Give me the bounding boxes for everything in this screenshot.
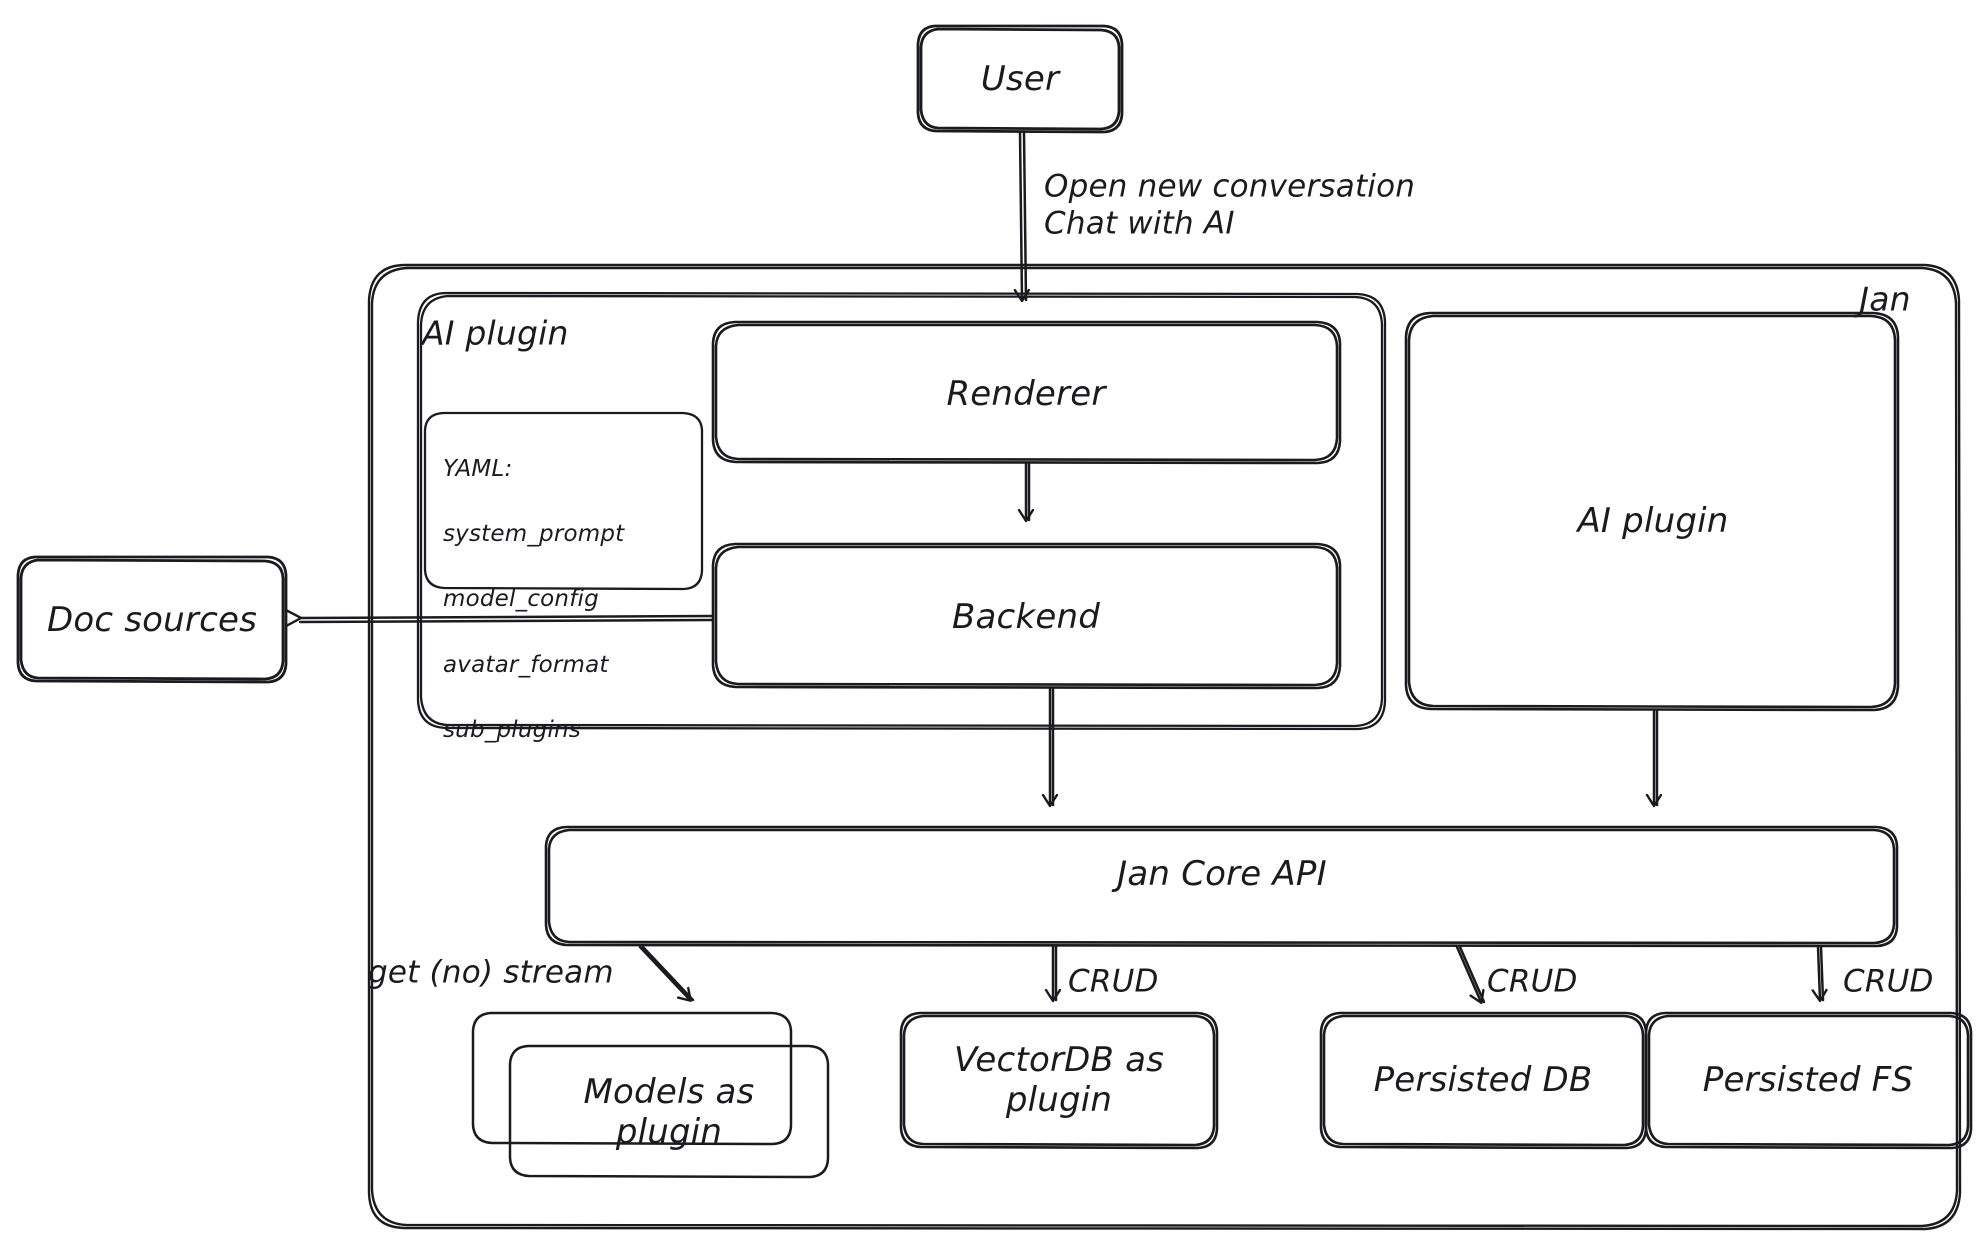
backend-box-shape bbox=[711, 542, 1342, 690]
backend-node-label: Backend bbox=[952, 596, 1100, 637]
yaml-line-2: model_config bbox=[443, 586, 599, 613]
edge-label-crud-vectordb: CRUD bbox=[1068, 963, 1159, 1000]
edge-ai-plugin-to-jan-core-api bbox=[1654, 709, 1657, 805]
ai-plugin-group-shape bbox=[416, 291, 1387, 731]
persisted-fs-node-label: Persisted FS bbox=[1702, 1059, 1914, 1100]
yaml-note-shape bbox=[423, 411, 704, 591]
jan-container-shape bbox=[367, 263, 1962, 1231]
jan-core-api-box-shape bbox=[544, 825, 1899, 948]
jan-core-api-node-label: Jan Core API bbox=[1117, 853, 1327, 894]
edge-backend-to-jan-core-api bbox=[1050, 687, 1053, 805]
edge-renderer-to-backend bbox=[1026, 462, 1029, 520]
doc-sources-box-shape bbox=[16, 555, 288, 684]
models-plugin-back-card-shape bbox=[471, 1011, 793, 1146]
vectordb-plugin-node-label: VectorDB as plugin bbox=[953, 1039, 1165, 1120]
yaml-line-3: avatar_format bbox=[443, 651, 609, 678]
edge-label-crud-persisted-db: CRUD bbox=[1487, 963, 1578, 1000]
ai-plugin-node-label: AI plugin bbox=[1577, 500, 1729, 541]
user-node-label: User bbox=[980, 58, 1060, 99]
edge-label-open-new-conversation: Open new conversation Chat with AI bbox=[1044, 168, 1416, 241]
persisted-fs-box-shape bbox=[1644, 1011, 1973, 1150]
yaml-line-0: YAML: bbox=[443, 455, 513, 482]
edge-user-to-renderer bbox=[1020, 131, 1026, 300]
edge-label-get-no-stream: get (no) stream bbox=[368, 954, 614, 991]
edge-backend-to-doc-sources bbox=[300, 616, 714, 622]
persisted-db-node-label: Persisted DB bbox=[1373, 1059, 1593, 1100]
doc-sources-node-label: Doc sources bbox=[46, 599, 258, 640]
renderer-box-shape bbox=[711, 320, 1342, 465]
edge-core-to-persisted-db bbox=[1455, 945, 1486, 1002]
vectordb-box-shape bbox=[899, 1011, 1219, 1150]
models-plugin-front-card-shape bbox=[508, 1044, 830, 1179]
yaml-note-text: YAML: system_prompt model_config avatar_… bbox=[443, 420, 624, 779]
ai-plugin-group-label: AI plugin bbox=[422, 313, 569, 353]
jan-container-label: Jan bbox=[1859, 279, 1911, 319]
ai-plugin-box-shape bbox=[1404, 311, 1900, 712]
yaml-line-4: sub_plugins bbox=[443, 716, 581, 743]
edge-core-to-persisted-fs bbox=[1818, 945, 1823, 1000]
yaml-line-1: system_prompt bbox=[443, 520, 625, 547]
models-plugin-node-label: Models as plugin bbox=[583, 1071, 755, 1152]
edge-label-crud-persisted-fs: CRUD bbox=[1843, 963, 1934, 1000]
renderer-node-label: Renderer bbox=[946, 373, 1106, 414]
user-box-shape bbox=[916, 24, 1124, 134]
edge-core-to-vectordb bbox=[1053, 945, 1056, 1000]
edge-core-to-models bbox=[638, 945, 695, 1000]
persisted-db-box-shape bbox=[1319, 1011, 1648, 1150]
